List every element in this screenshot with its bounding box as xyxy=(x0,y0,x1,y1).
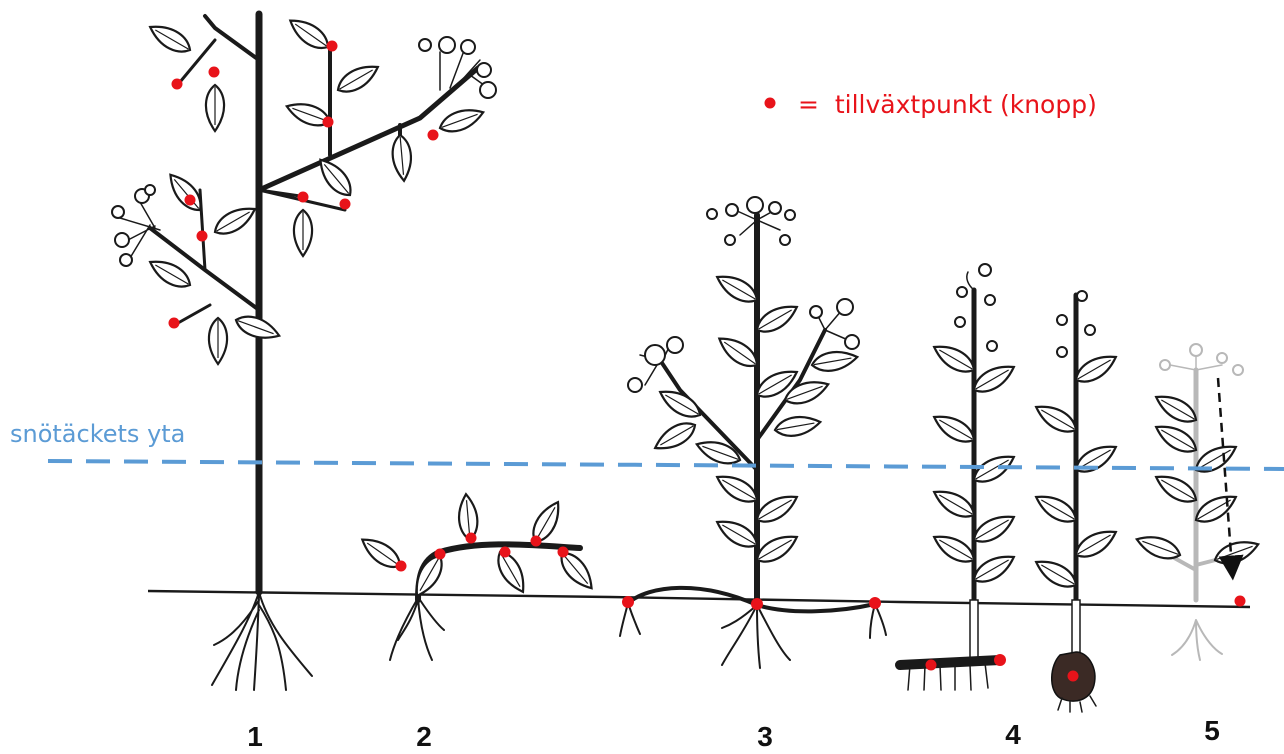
plant-number-5: 5 xyxy=(1204,715,1220,746)
bud xyxy=(994,654,1006,666)
bud xyxy=(465,532,477,544)
ground-line xyxy=(147,589,1251,609)
bud xyxy=(751,598,763,610)
bud xyxy=(427,129,439,141)
bud xyxy=(322,116,334,128)
bud xyxy=(925,659,937,671)
bud xyxy=(208,66,220,78)
plant-4-bulb-plant xyxy=(1030,290,1122,713)
bud xyxy=(297,191,309,203)
bud xyxy=(171,78,183,90)
plant-2-dwarf-shrub xyxy=(356,492,600,661)
plant-1-buds xyxy=(168,40,439,329)
bud xyxy=(168,317,180,329)
bud xyxy=(499,546,511,558)
bud xyxy=(395,560,407,572)
bud xyxy=(434,548,446,560)
plant-5-dieback xyxy=(1132,343,1263,661)
bud xyxy=(869,597,881,609)
plant-number-1: 1 xyxy=(247,721,263,752)
plant-1-roots xyxy=(211,591,313,691)
bud xyxy=(530,535,542,547)
snow-surface-label: snötäckets yta xyxy=(10,420,185,448)
plant-number-2: 2 xyxy=(416,721,432,752)
plant-1-flowers xyxy=(111,36,497,267)
plant-3-herb xyxy=(619,196,887,669)
plant-4-rhizome-plant xyxy=(895,263,1020,691)
plant-4-geophytes xyxy=(895,263,1122,713)
plant-1-tree xyxy=(111,10,497,691)
bud xyxy=(1234,595,1246,607)
plant-3-flowers xyxy=(627,196,860,393)
legend-label: = tillväxtpunkt (knopp) xyxy=(798,90,1097,119)
plant-number-4: 4 xyxy=(1005,719,1021,750)
plant-2-buds xyxy=(395,532,569,572)
legend-bud-symbol xyxy=(764,97,776,109)
bud xyxy=(196,230,208,242)
bud xyxy=(622,596,634,608)
bud xyxy=(184,194,196,206)
dieback-arrow xyxy=(1216,377,1244,581)
bud xyxy=(1067,670,1079,682)
plant-number-3: 3 xyxy=(757,721,773,752)
plant-3-buds xyxy=(622,596,881,610)
bud xyxy=(557,546,569,558)
legend: = tillväxtpunkt (knopp) xyxy=(764,90,1097,119)
snow-surface-line xyxy=(47,459,1284,471)
bud xyxy=(326,40,338,52)
bud xyxy=(339,198,351,210)
